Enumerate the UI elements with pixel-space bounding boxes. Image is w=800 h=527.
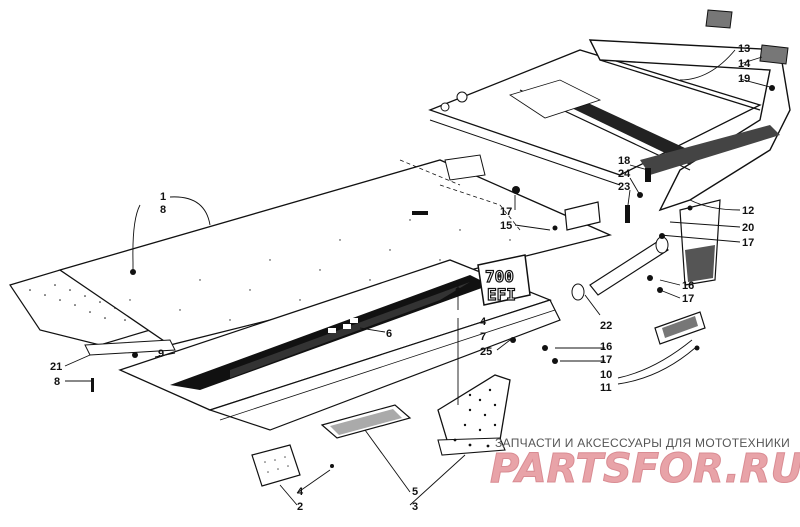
callout-8-lower: 8 [54,376,60,388]
watermark-logo: PARTSFOR.RU [490,446,800,492]
callout-4-bottom: 4 [297,486,304,498]
callout-15: 15 [500,220,512,232]
callout-24: 24 [618,168,631,180]
callout-1: 1 [160,191,166,203]
callout-4-mid: 4 [480,316,487,328]
callout-17-lower: 17 [600,354,612,366]
watermark-caption: ЗАПЧАСТИ И АКСЕССУАРЫ ДЛЯ МОТОТЕХНИКИ [495,436,790,450]
reflector-plate [654,311,706,345]
hardware [91,85,775,468]
decal-line-700: 700 [485,267,514,286]
callout-19: 19 [738,73,750,85]
callout-17-far-right: 17 [742,237,754,249]
model-decal: 700 EFI [477,254,531,306]
callout-3: 3 [412,501,418,513]
foot-pad [320,404,412,439]
callout-5: 5 [412,486,418,498]
callout-10: 10 [600,369,612,381]
callout-6: 6 [386,328,392,340]
cross-shaft [571,236,669,301]
callout-25: 25 [480,346,492,358]
callout-2: 2 [297,501,303,513]
callout-9: 9 [158,348,164,360]
bottom-rail [84,339,176,356]
center-lines [399,159,521,231]
callout-17-right: 17 [682,293,694,305]
callout-21: 21 [50,361,62,373]
callout-11: 11 [600,382,612,394]
side-decal-panel [118,259,552,411]
callout-13: 13 [738,43,750,55]
small-plate [251,444,301,487]
callout-14: 14 [738,58,751,70]
callout-18: 18 [618,155,630,167]
rear-flap [679,199,721,286]
bracket [444,154,601,231]
callout-16-lower: 16 [600,341,612,353]
mounting-bracket [437,374,511,456]
decal-line-efi: EFI [487,285,516,304]
callout-labels: 1 8 21 8 9 6 4 7 25 16 17 10 11 22 16 17… [50,43,754,513]
callout-17-left: 17 [500,206,512,218]
callout-23: 23 [618,181,630,193]
callout-7: 7 [480,331,486,343]
rear-bumper-rack [428,39,791,212]
tag-plates [705,9,789,65]
leader-lines [64,49,771,506]
callout-16-upper: 16 [682,280,694,292]
watermark: ЗАПЧАСТИ И АКСЕССУАРЫ ДЛЯ МОТОТЕХНИКИ PA… [490,436,800,493]
callout-20: 20 [742,222,754,234]
callout-22: 22 [600,320,612,332]
running-board [208,299,561,431]
callout-12: 12 [742,205,754,217]
tunnel-top-panel [58,159,612,346]
side-panel-left [9,269,152,346]
callout-8-upper: 8 [160,204,166,216]
